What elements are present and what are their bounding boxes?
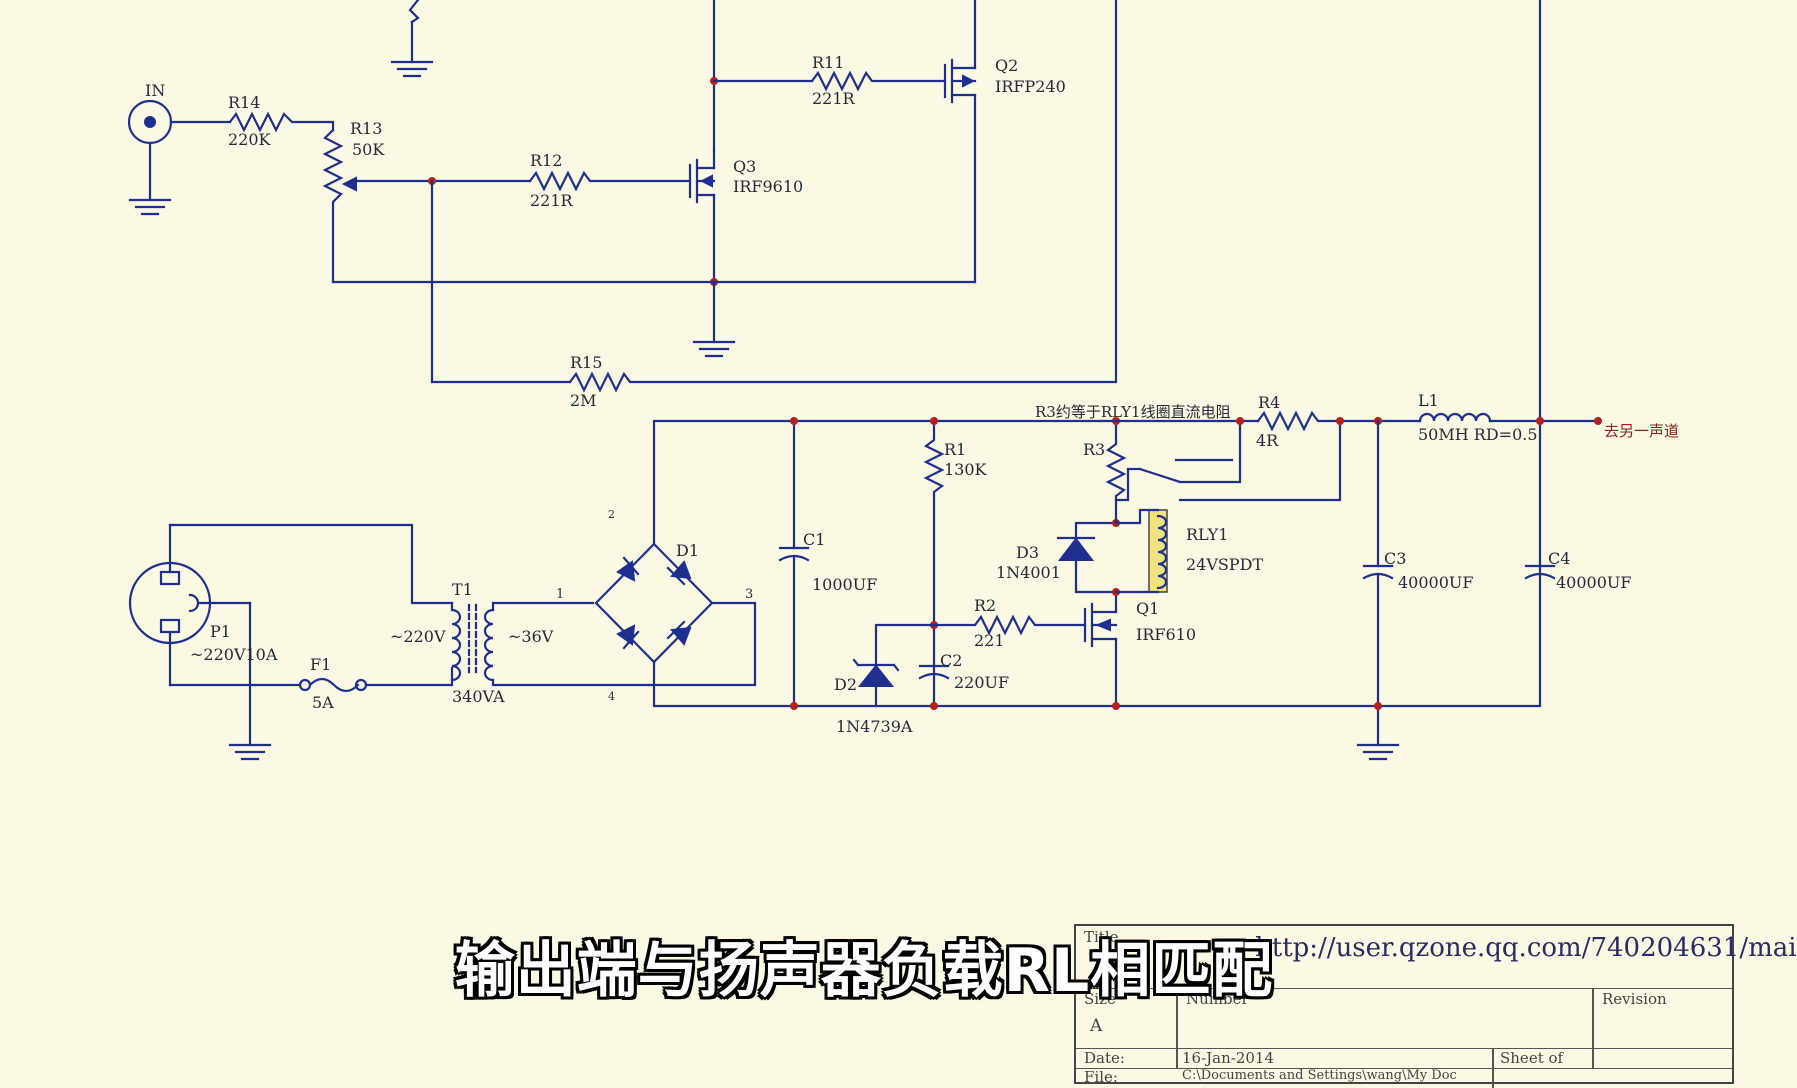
file-label: File: — [1084, 1068, 1118, 1086]
l1-label: L1 — [1418, 391, 1439, 410]
p1-socket — [128, 523, 272, 761]
title-block: Title Size A Number Revision Date: 16-Ja… — [1074, 924, 1734, 1088]
c1-capacitor — [778, 419, 810, 708]
r11-resistor — [810, 70, 947, 92]
r12-resistor — [528, 170, 692, 192]
q2-mosfet — [943, 0, 977, 284]
r1-label: R1 — [944, 440, 966, 459]
c4-label: C4 — [1548, 549, 1570, 568]
d1-pin1: 1 — [556, 587, 564, 602]
r1-value: 130K — [944, 460, 988, 479]
r11-label: R11 — [812, 53, 844, 72]
sheet-label: Sheet of — [1500, 1049, 1564, 1067]
q2-label: Q2 — [995, 56, 1018, 75]
c4-value: 40000UF — [1556, 573, 1631, 592]
file-value: C:\Documents and Settings\wang\My Doc — [1182, 1068, 1457, 1083]
output-note: 去另一声道 — [1604, 422, 1679, 440]
top-left-ground — [390, 0, 434, 78]
r1-resistor — [923, 419, 945, 708]
d1-bridge-rectifier — [594, 542, 714, 664]
d1-pin3: 3 — [745, 587, 753, 602]
in-label: IN — [145, 81, 165, 100]
d3-label: D3 — [1016, 543, 1039, 562]
r2-resistor — [932, 614, 1087, 636]
d1-label: D1 — [676, 541, 699, 560]
r13-label: R13 — [350, 119, 382, 138]
d3-diode — [1056, 521, 1118, 594]
r13-value: 50K — [352, 140, 385, 159]
q1-label: Q1 — [1136, 599, 1159, 618]
f1-fuse — [298, 666, 454, 693]
d1-pin4: 4 — [608, 690, 615, 703]
r3-label: R3 — [1083, 440, 1105, 459]
r15-resistor — [568, 0, 1118, 393]
t1-secondary: ~36V — [508, 627, 554, 646]
number-label: Number — [1186, 990, 1249, 1008]
title-label: Title — [1084, 928, 1119, 946]
r4-label: R4 — [1258, 393, 1280, 412]
q3-mosfet — [688, 148, 716, 284]
size-value: A — [1090, 1016, 1103, 1036]
video-subtitle: 输出端与扬声器负载RL相匹配 — [454, 936, 1274, 1006]
date-value: 16-Jan-2014 — [1182, 1049, 1275, 1067]
q2-value: IRFP240 — [995, 77, 1066, 96]
in-connector — [127, 99, 232, 216]
r14-value: 220K — [228, 130, 272, 149]
r3-resistor — [1105, 419, 1127, 525]
d1-pin2: 2 — [608, 508, 615, 521]
date-label: Date: — [1084, 1049, 1125, 1067]
c2-capacitor — [918, 664, 950, 680]
d2-value: 1N4739A — [836, 717, 913, 736]
c2-value: 220UF — [954, 673, 1009, 692]
f1-value: 5A — [312, 693, 334, 712]
q3-label: Q3 — [733, 157, 756, 176]
r15-label: R15 — [570, 353, 602, 372]
t1-label: T1 — [452, 580, 473, 599]
r11-value: 221R — [812, 89, 856, 108]
l1-value: 50MH RD=0.5 — [1418, 425, 1538, 444]
r2-label: R2 — [974, 596, 996, 615]
t1-transformer — [450, 601, 757, 687]
r15-value: 2M — [570, 391, 597, 410]
d3-value: 1N4001 — [996, 563, 1061, 582]
revision-label: Revision — [1602, 990, 1667, 1008]
l1-inductor — [1418, 412, 1600, 423]
c3-capacitor — [1356, 419, 1400, 761]
q1-value: IRF610 — [1136, 625, 1196, 644]
c3-value: 40000UF — [1398, 573, 1473, 592]
r2-value: 221 — [974, 631, 1005, 650]
r13-potentiometer — [322, 128, 344, 284]
r14-resistor — [228, 111, 335, 133]
d2-zener-diode — [852, 623, 936, 708]
r4-resistor — [1256, 410, 1422, 432]
c4-capacitor — [1524, 564, 1556, 580]
f1-label: F1 — [310, 655, 331, 674]
schematic-canvas: IN R14 220K R13 50K R12 221R Q3 IRF9610 … — [127, 0, 1679, 761]
d2-label: D2 — [834, 675, 857, 694]
q3-value: IRF9610 — [733, 177, 803, 196]
rly1-label: RLY1 — [1186, 525, 1228, 544]
size-label: Size — [1084, 990, 1116, 1008]
r4-value: 4R — [1256, 431, 1279, 450]
p1-value: ~220V10A — [190, 645, 278, 664]
title-url[interactable]: http://user.qzone.qq.com/740204631/mai — [1255, 933, 1797, 963]
c1-label: C1 — [803, 530, 825, 549]
rly1-value: 24VSPDT — [1186, 555, 1263, 574]
t1-value: 340VA — [452, 687, 505, 706]
r12-value: 221R — [530, 191, 574, 210]
r12-label: R12 — [530, 151, 562, 170]
c1-value: 1000UF — [812, 575, 877, 594]
t1-primary: ~220V — [390, 627, 446, 646]
c2-label: C2 — [940, 651, 962, 670]
p1-label: P1 — [210, 622, 231, 641]
r14-label: R14 — [228, 93, 260, 112]
r13-wiper-arrow — [341, 176, 357, 192]
rly1-relay — [1114, 419, 1342, 594]
c3-label: C3 — [1384, 549, 1406, 568]
q1-mosfet — [1083, 590, 1118, 708]
r3-note: R3约等于RLY1线圈直流电阻 — [1035, 403, 1231, 421]
